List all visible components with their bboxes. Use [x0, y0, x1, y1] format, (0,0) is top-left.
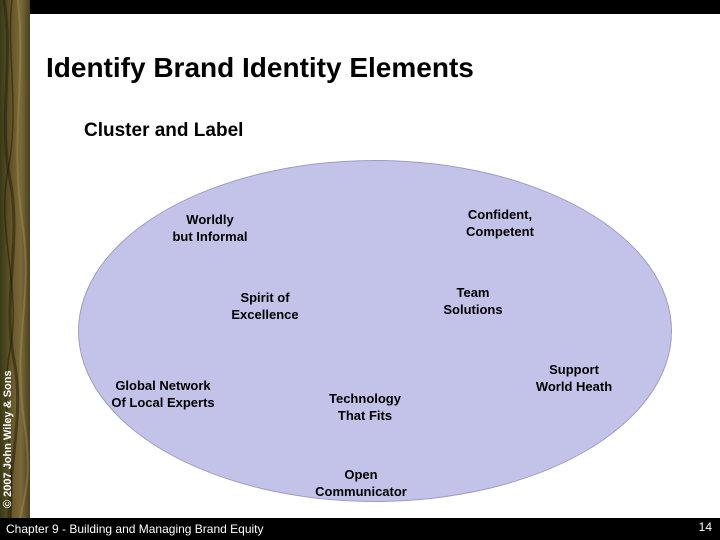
strip-pattern [2, 0, 29, 540]
cluster-label-confident: Confident, Competent [466, 207, 534, 239]
decorative-side-strip: © 2007 John Wiley & Sons [0, 0, 30, 540]
slide-subtitle: Cluster and Label [84, 120, 244, 141]
cluster-label-worldly: Worldly but Informal [172, 212, 248, 244]
cluster-label-team: Team Solutions [443, 285, 503, 317]
cluster-ellipse [78, 160, 672, 502]
page-number: 14 [698, 520, 712, 534]
copyright-notice: © 2007 John Wiley & Sons [2, 370, 14, 508]
cluster-label-technology: Technology That Fits [329, 391, 401, 423]
cluster-label-open: Open Communicator [315, 467, 407, 499]
top-bar [0, 0, 720, 14]
cluster-label-global: Global Network Of Local Experts [111, 378, 215, 410]
cluster-label-spirit: Spirit of Excellence [231, 290, 299, 322]
slide-title: Identify Brand Identity Elements [46, 52, 474, 83]
cluster-label-support: Support World Heath [535, 362, 613, 394]
footer-chapter: Chapter 9 - Building and Managing Brand … [6, 522, 264, 536]
footer-bar [0, 518, 720, 540]
